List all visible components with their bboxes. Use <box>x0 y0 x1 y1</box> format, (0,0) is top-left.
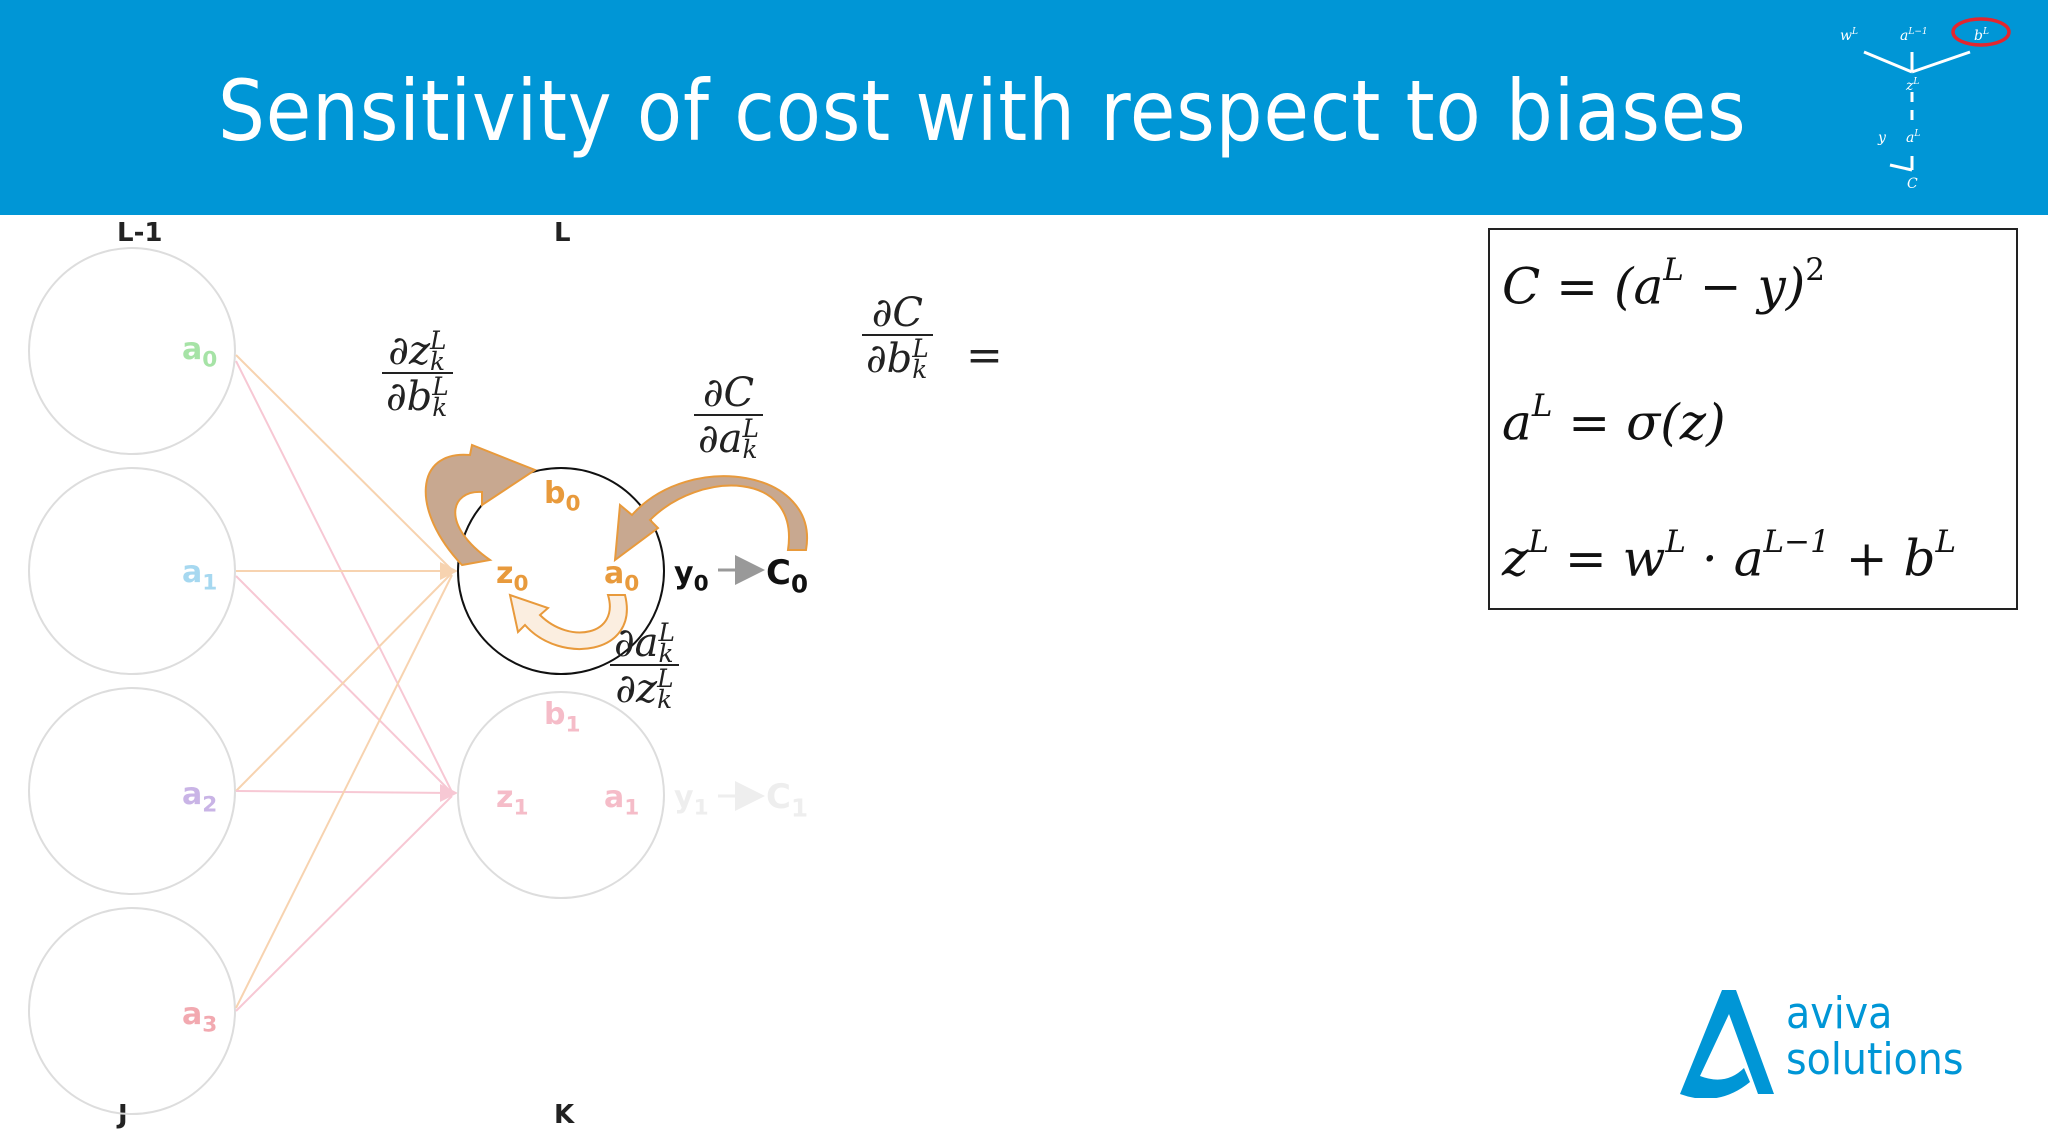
mini-tree-diagram: wL aL−1 bL zL y aL C <box>1840 17 2011 192</box>
neuron1-cost-label: C1 <box>766 777 808 823</box>
mini-tree-node-c: C <box>1907 176 1918 192</box>
formula-weighted-text: z <box>1502 529 1529 588</box>
z-to-a-curved-arrow <box>508 593 628 650</box>
prev-neuron-0 <box>28 247 236 455</box>
prev-a3-sub: 3 <box>202 1012 218 1038</box>
formula-activation-text: a <box>1502 393 1532 452</box>
equals-sign: = <box>966 330 1003 381</box>
prev-activation-a0: a0 <box>182 332 217 373</box>
formula-weighted-sup2: L <box>1665 524 1687 560</box>
formula-activation-rest: = σ(z) <box>1552 393 1726 452</box>
arrowhead-neuron0 <box>440 562 458 580</box>
neuron1-a-label: a1 <box>604 780 639 821</box>
neuron1-z-label: z1 <box>496 780 529 821</box>
neuron0-y-sub: 0 <box>693 571 709 597</box>
neuron1-c-sub: 1 <box>790 793 808 823</box>
neuron0-a-sub: 0 <box>624 571 640 597</box>
neuron1-b-base: b <box>544 697 566 732</box>
prev-a2-sub: 2 <box>202 792 218 818</box>
arrowhead-neuron1 <box>440 784 458 802</box>
slide-title: Sensitivity of cost with respect to bias… <box>218 62 1747 160</box>
mini-tree-node-a: aL−1 <box>1900 27 1928 44</box>
mini-tree-node-z: zL <box>1905 77 1919 94</box>
neuron0-y-label: y0 <box>674 556 709 597</box>
logo-mark-icon <box>1680 990 1774 1099</box>
layer-label-prev-bottom: J <box>118 1100 128 1130</box>
neuron0-b-sub: 0 <box>565 491 581 517</box>
neuron-0-circle <box>457 467 665 675</box>
layer-label-curr-top: L <box>554 218 571 248</box>
neuron0-bias-label: b0 <box>544 476 581 517</box>
neuron0-z-base: z <box>496 556 514 591</box>
neuron0-c-sub: 0 <box>790 569 808 599</box>
formula-cost-sup1: L <box>1663 252 1684 288</box>
neuron1-c-base: C <box>766 777 791 817</box>
logo-line2: solutions <box>1786 1034 1964 1085</box>
neuron0-cost-label: C0 <box>766 553 808 599</box>
neuron0-a-base: a <box>604 556 625 591</box>
formula-box: C = (aL − y)2 aL = σ(z) zL = wL · aL−1 +… <box>1488 228 2018 610</box>
neuron0-y-base: y <box>674 556 694 591</box>
prev-activation-a2: a2 <box>182 777 217 818</box>
prev-a2-base: a <box>182 777 203 812</box>
prev-a0-sub: 0 <box>202 347 218 373</box>
neuron1-b-sub: 1 <box>565 712 581 738</box>
prev-activation-a1: a1 <box>182 555 217 596</box>
prev-neuron-3 <box>28 907 236 1115</box>
prev-a0-base: a <box>182 332 203 367</box>
neuron0-c-base: C <box>766 553 791 593</box>
mini-tree-node-b: bL <box>1974 27 1989 44</box>
title-banner: Sensitivity of cost with respect to bias… <box>0 0 2048 215</box>
neuron0-b-base: b <box>544 476 566 511</box>
logo-line1: aviva <box>1786 988 1893 1039</box>
prev-neuron-1 <box>28 467 236 675</box>
connection-lines <box>235 354 453 1012</box>
formula-weighted-sup3: L−1 <box>1763 524 1830 560</box>
formula-cost-mid: − y) <box>1683 257 1806 316</box>
formula-weighted-mid3: + b <box>1829 529 1936 588</box>
formula-activation: aL = σ(z) <box>1502 388 1726 451</box>
neuron0-a-label: a0 <box>604 556 639 597</box>
formula-cost-sup2: 2 <box>1805 252 1826 288</box>
prev-a1-base: a <box>182 555 203 590</box>
mini-tree-node-w: wL <box>1840 27 1858 44</box>
mini-tree-node-y: y <box>1877 130 1887 146</box>
neuron1-y-label: y1 <box>674 780 709 821</box>
layer-label-prev-top: L-1 <box>117 218 163 248</box>
prev-neuron-2 <box>28 687 236 895</box>
formula-weighted-mid2: · a <box>1686 529 1764 588</box>
formula-weighted-sup4: L <box>1935 524 1957 560</box>
neuron1-a-sub: 1 <box>624 795 640 821</box>
highlight-ellipse <box>1951 17 2011 47</box>
formula-cost: C = (aL − y)2 <box>1502 252 1825 315</box>
formula-cost-text: C = (a <box>1502 257 1664 316</box>
layer-label-curr-bottom: K <box>554 1100 575 1130</box>
formula-weighted-mid1: = w <box>1548 529 1666 588</box>
prev-activation-a3: a3 <box>182 997 217 1038</box>
bias-to-z-curved-arrow <box>424 443 538 567</box>
neuron-1-circle <box>457 691 665 899</box>
prev-a3-base: a <box>182 997 203 1032</box>
neuron1-bias-label: b1 <box>544 697 581 738</box>
formula-weighted-sum: zL = wL · aL−1 + bL <box>1502 524 1956 587</box>
neuron1-a-base: a <box>604 780 625 815</box>
a-to-cost-curved-arrow <box>613 475 809 563</box>
formula-weighted-sup1: L <box>1528 524 1549 560</box>
neuron0-z-label: z0 <box>496 556 529 597</box>
neuron1-z-sub: 1 <box>513 795 529 821</box>
neuron0-z-sub: 0 <box>513 571 529 597</box>
neuron1-y-base: y <box>674 780 694 815</box>
prev-a1-sub: 1 <box>202 570 218 596</box>
neuron1-z-base: z <box>496 780 514 815</box>
aviva-solutions-logo: aviva solutions <box>1676 986 2006 1099</box>
formula-activation-sup1: L <box>1531 388 1553 424</box>
mini-tree-node-a2: aL <box>1906 129 1920 146</box>
neuron1-y-sub: 1 <box>693 795 709 821</box>
network-diagram <box>28 247 809 1115</box>
